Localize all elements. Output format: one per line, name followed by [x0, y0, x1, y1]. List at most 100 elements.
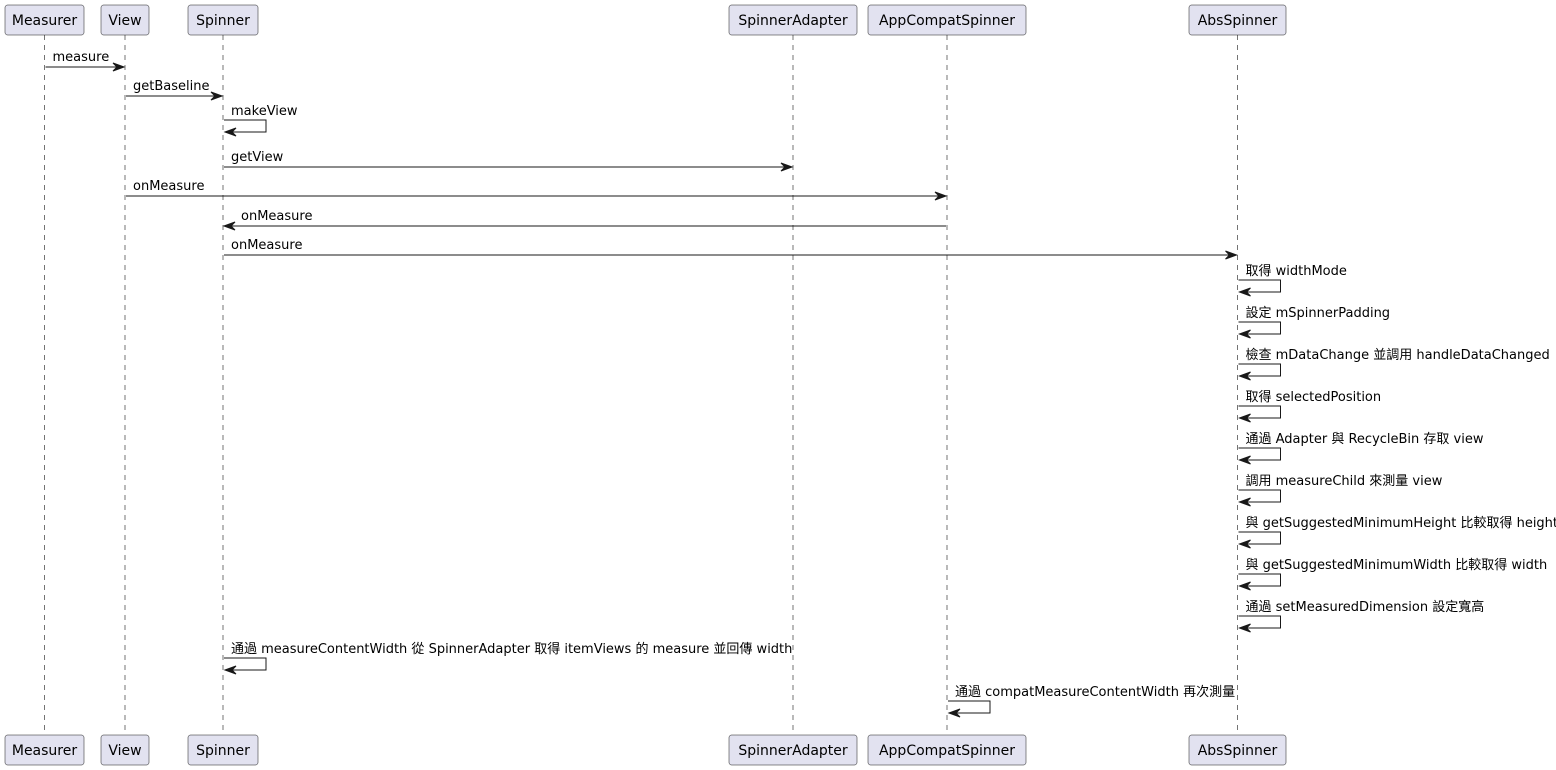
participant-label: View	[108, 743, 141, 759]
message: 通過 measureContentWidth 從 SpinnerAdapter …	[223, 641, 792, 675]
arrow-head	[1238, 581, 1251, 591]
message: 設定 mSpinnerPadding	[1238, 305, 1391, 339]
message-label: 通過 compatMeasureContentWidth 再次測量	[955, 684, 1235, 700]
message: 通過 compatMeasureContentWidth 再次測量	[947, 684, 1235, 718]
participant-measurer-top: Measurer	[4, 4, 85, 36]
participant-box	[187, 734, 259, 766]
message: onMeasure	[126, 179, 948, 201]
arrow-head	[223, 127, 237, 137]
message-label: makeView	[231, 104, 298, 119]
participant-label: Spinner	[196, 13, 250, 29]
arrow-head	[934, 191, 948, 201]
self-message-line	[1238, 321, 1281, 335]
participant-box	[728, 734, 858, 766]
participant-box	[187, 4, 259, 36]
messages: measure getBaseline makeView getView onMeasu…	[45, 50, 1556, 718]
participant-spinneradapter-bottom: SpinnerAdapter	[728, 734, 858, 766]
self-message-line	[1238, 405, 1281, 419]
arrow-head	[223, 665, 237, 675]
participant-box	[4, 734, 85, 766]
message-label: 通過 Adapter 與 RecycleBin 存取 view	[1246, 432, 1484, 447]
participant-spinner-bottom: Spinner	[187, 734, 259, 766]
participant-label: Measurer	[12, 13, 78, 29]
participant-label: View	[108, 13, 141, 29]
message: onMeasure	[222, 209, 946, 231]
participant-spinneradapter-top: SpinnerAdapter	[728, 4, 858, 36]
participant-view-bottom: View	[100, 734, 150, 766]
message-label: 通過 measureContentWidth 從 SpinnerAdapter …	[231, 641, 792, 657]
message: getBaseline	[126, 79, 224, 101]
message-label: 設定 mSpinnerPadding	[1246, 305, 1391, 321]
self-message-line	[1238, 363, 1281, 377]
arrow-head	[1238, 413, 1251, 423]
participant-box	[1188, 734, 1287, 766]
arrow-head	[1238, 623, 1251, 633]
self-message-line	[1238, 573, 1281, 587]
participant-label: AppCompatSpinner	[879, 13, 1015, 29]
participant-box	[4, 4, 85, 36]
message: 與 getSuggestedMinimumWidth 比較取得 width	[1238, 557, 1548, 591]
message-label: measure	[53, 50, 110, 65]
lifelines	[44, 35, 1238, 735]
participant-label: AppCompatSpinner	[879, 743, 1015, 759]
arrow-head	[1225, 250, 1238, 260]
participant-appcompatspinner-bottom: AppCompatSpinner	[867, 734, 1027, 766]
arrow-head	[1238, 287, 1251, 297]
message-label: getView	[231, 150, 284, 165]
participant-absspinner-top: AbsSpinner	[1188, 4, 1287, 36]
arrow-head	[947, 708, 961, 718]
arrow-head	[112, 62, 126, 72]
message-label: 調用 measureChild 來測量 view	[1246, 474, 1443, 489]
self-message-line	[1238, 447, 1281, 461]
message: 調用 measureChild 來測量 view	[1238, 474, 1443, 507]
participant-spinner-top: Spinner	[187, 4, 259, 36]
message-label: 取得 selectedPosition	[1246, 389, 1382, 405]
message-label: 取得 widthMode	[1246, 263, 1347, 279]
message: 通過 setMeasuredDimension 設定寬高	[1238, 599, 1485, 633]
message-label: 檢查 mDataChange 並調用 handleDataChanged	[1246, 347, 1550, 363]
message-label: 與 getSuggestedMinimumWidth 比較取得 width	[1246, 557, 1548, 573]
participant-heads-top: Measurer View Spinner SpinnerAdapter AppComp…	[4, 4, 1287, 36]
message-label: 通過 setMeasuredDimension 設定寬高	[1246, 599, 1485, 615]
arrow-head	[780, 162, 794, 172]
self-message-line	[1238, 615, 1281, 629]
message-label: onMeasure	[241, 209, 312, 224]
participant-box	[867, 4, 1027, 36]
arrow-head	[210, 91, 224, 101]
message: measure	[45, 50, 126, 72]
participant-box	[867, 734, 1027, 766]
message: getView	[224, 150, 794, 172]
self-message-line	[224, 657, 267, 671]
participant-label: SpinnerAdapter	[738, 13, 848, 29]
message: 取得 widthMode	[1238, 263, 1347, 297]
message: makeView	[223, 104, 298, 137]
self-message-line	[1238, 531, 1281, 545]
self-message-line	[948, 700, 991, 714]
self-message-line	[1238, 489, 1281, 503]
participant-absspinner-bottom: AbsSpinner	[1188, 734, 1287, 766]
participant-label: Measurer	[12, 743, 78, 759]
participant-appcompatspinner-top: AppCompatSpinner	[867, 4, 1027, 36]
message-label: onMeasure	[133, 179, 204, 194]
message: 與 getSuggestedMinimumHeight 比較取得 height	[1238, 515, 1556, 549]
participant-box	[1188, 4, 1287, 36]
arrow-head	[1238, 329, 1251, 339]
arrow-head	[1238, 539, 1251, 549]
participant-heads-bottom: Measurer View Spinner SpinnerAdapter AppComp…	[4, 734, 1287, 766]
self-message-line	[224, 119, 267, 133]
self-message-line	[1238, 279, 1281, 293]
participant-label: SpinnerAdapter	[738, 743, 848, 759]
arrow-head	[1238, 455, 1251, 465]
participant-label: AbsSpinner	[1198, 13, 1278, 29]
participant-measurer-bottom: Measurer	[4, 734, 85, 766]
participant-box	[100, 734, 150, 766]
arrow-head	[1238, 497, 1251, 507]
participant-label: AbsSpinner	[1198, 743, 1278, 759]
message-label: onMeasure	[231, 238, 302, 253]
participant-label: Spinner	[196, 743, 250, 759]
message: onMeasure	[224, 238, 1238, 260]
message-label: 與 getSuggestedMinimumHeight 比較取得 height	[1246, 515, 1556, 531]
participant-view-top: View	[100, 4, 150, 36]
message: 檢查 mDataChange 並調用 handleDataChanged	[1238, 347, 1550, 381]
